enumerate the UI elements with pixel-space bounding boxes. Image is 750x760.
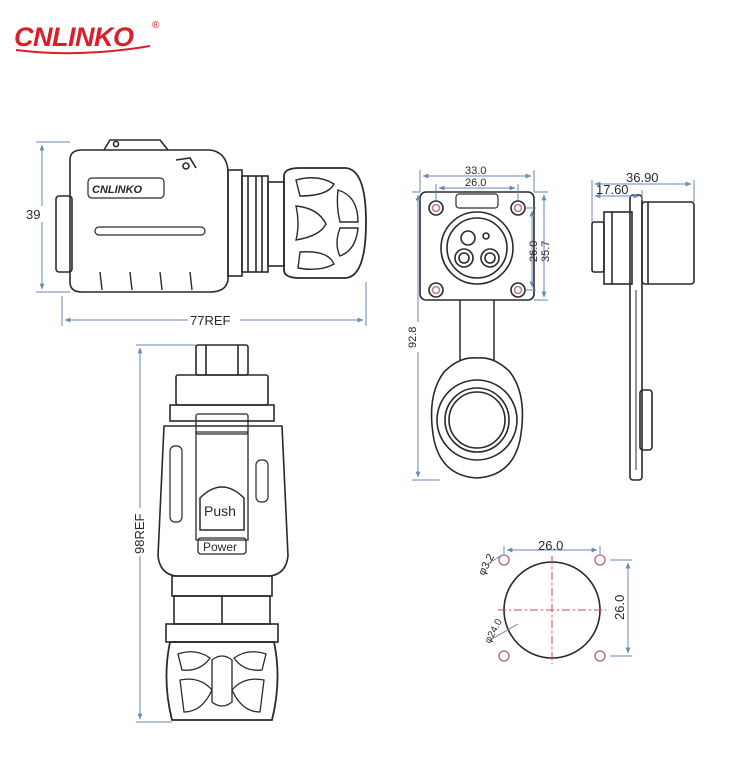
push-label: Push	[204, 503, 236, 519]
socket-side-view	[591, 194, 695, 481]
height-dim-mask	[24, 206, 46, 222]
plug-side-view	[55, 139, 367, 293]
socket-depth-flange: 17.60	[596, 182, 629, 197]
panel-hole-spacing-y: 26.0	[612, 595, 627, 620]
body-logo-text: CNLINKO	[92, 184, 143, 196]
front-dim-mask	[130, 508, 148, 556]
length-dim-mask	[188, 313, 240, 327]
socket-height-outer: 35.7	[540, 241, 552, 262]
socket-front-view	[419, 191, 535, 479]
socket-side-dimensions	[591, 180, 695, 222]
panel-cutout-diameter: φ24.0	[483, 617, 505, 645]
panel-cutout	[498, 554, 606, 664]
brand-logo: CNLINKO ®	[14, 20, 160, 55]
plug-front-view	[157, 344, 289, 721]
socket-total-height: 92.8	[407, 327, 419, 348]
registered-mark: ®	[152, 20, 160, 31]
brand-logo-text: CNLINKO	[14, 22, 134, 52]
panel-hole-spacing-x: 26.0	[538, 538, 563, 553]
socket-width-inner: 26.0	[465, 177, 486, 189]
logo-swoosh	[15, 45, 151, 55]
panel-cutout-dimensions	[487, 546, 632, 657]
side-length-dim: 77REF	[190, 313, 231, 328]
socket-width-outer: 33.0	[465, 165, 486, 177]
total-height-mask	[406, 322, 420, 352]
front-length-dim: 98REF	[132, 513, 147, 554]
panel-hole-diameter: φ3.2	[476, 552, 497, 577]
side-height-dim: 39	[26, 207, 40, 222]
power-label: Power	[203, 540, 237, 554]
socket-depth-total: 36.90	[626, 170, 659, 185]
socket-height-inner: 26.0	[528, 241, 540, 262]
